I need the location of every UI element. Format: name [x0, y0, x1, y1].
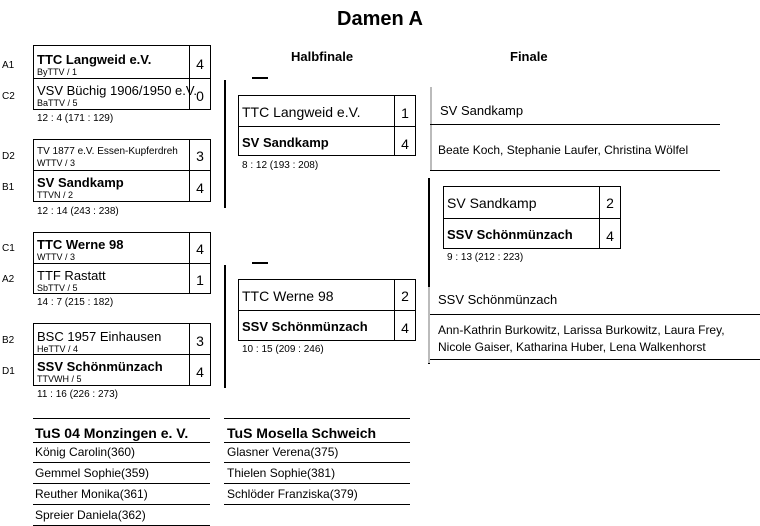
quarterfinal-match-box: TTC Werne 98 WTTV / 3 4 TTF Rastatt SbTT… [33, 232, 211, 294]
score-divider [599, 187, 600, 248]
finalist-separator [430, 87, 432, 171]
team-score: 0 [196, 88, 204, 104]
semifinal-match-box: TTC Langweid e.V. 1 SV Sandkamp 4 [238, 95, 416, 156]
match-result: 12 : 4 (171 : 129) [37, 113, 114, 124]
bracket-connector [224, 265, 226, 388]
quarterfinal-match-box: TTC Langweid e.V. ByTTV / 1 4 VSV Büchig… [33, 45, 211, 110]
seed-label: D2 [2, 151, 15, 162]
roster-team-name: TuS Mosella Schweich [227, 425, 377, 441]
team-score: 4 [196, 56, 204, 72]
team-name: TTC Langweid e.V. [37, 52, 152, 67]
team-association: WTTV / 3 [37, 252, 75, 262]
team-score: 3 [196, 148, 204, 164]
seed-label: D1 [2, 366, 15, 377]
roster-table: TuS Mosella Schweich Glasner Verena(375)… [224, 418, 410, 505]
bracket-connector [428, 178, 430, 364]
team-name: SV Sandkamp [242, 135, 329, 150]
team-name: BSC 1957 Einhausen [37, 329, 162, 344]
team-name: SSV Schönmünzach [37, 359, 163, 374]
seed-label: A1 [2, 60, 15, 71]
roster-player: Schlöder Franziska(379) [224, 484, 410, 505]
divider [430, 124, 720, 125]
team-association: HeTTV / 4 [37, 344, 79, 354]
team-name: TTC Werne 98 [242, 288, 334, 304]
team-name: TV 1877 e.V. Essen-Kupferdreh [37, 146, 178, 157]
match-result: 14 : 7 (215 : 182) [37, 297, 114, 308]
semifinal-header: Halbfinale [291, 49, 354, 64]
semifinal-match-box: TTC Werne 98 2 SSV Schönmünzach 4 [238, 279, 416, 341]
row-divider [239, 126, 415, 127]
row-divider [34, 354, 210, 355]
team-score: 1 [401, 105, 409, 121]
row-divider [444, 218, 620, 219]
divider [430, 359, 760, 360]
match-result: 12 : 14 (243 : 238) [37, 206, 119, 217]
roster-team-name: TuS 04 Monzingen e. V. [35, 425, 189, 441]
row-divider [239, 310, 415, 311]
team-association: BaTTV / 5 [37, 98, 78, 108]
team-score: 4 [196, 364, 204, 380]
finalist-players: Ann-Kathrin Burkowitz, Larissa Burkowitz… [438, 323, 725, 337]
match-result: 10 : 15 (209 : 246) [242, 344, 324, 355]
team-association: TTVN / 2 [37, 190, 74, 200]
roster-player: Glasner Verena(375) [224, 443, 410, 463]
team-score: 3 [196, 333, 204, 349]
quarterfinal-match-box: TV 1877 e.V. Essen-Kupferdreh WTTV / 3 3… [33, 139, 211, 202]
bracket-tick [252, 77, 268, 79]
seed-label: A2 [2, 274, 15, 285]
team-score: 4 [401, 320, 409, 336]
team-association: WTTV / 3 [37, 158, 75, 168]
team-score: 4 [196, 241, 204, 257]
team-association: SbTTV / 5 [37, 283, 78, 293]
team-score: 4 [606, 228, 614, 244]
team-score: 4 [401, 136, 409, 152]
match-result: 8 : 12 (193 : 208) [242, 160, 319, 171]
roster-player: Spreier Daniela(362) [33, 505, 210, 526]
finalist-team: SV Sandkamp [440, 103, 524, 118]
roster-table: TuS 04 Monzingen e. V. König Carolin(360… [33, 418, 210, 526]
score-divider [189, 46, 190, 109]
team-score: 1 [196, 272, 204, 288]
score-divider [394, 96, 395, 155]
bracket-connector [224, 80, 226, 208]
team-association: ByTTV / 1 [37, 67, 78, 77]
row-divider [34, 170, 210, 171]
seed-label: C1 [2, 243, 15, 254]
team-name: SV Sandkamp [37, 175, 124, 190]
team-name: VSV Büchig 1906/1950 e.V. [37, 83, 197, 98]
team-score: 4 [196, 180, 204, 196]
page-title: Damen A [337, 8, 423, 30]
team-name: SSV Schönmünzach [242, 319, 368, 334]
team-name: SV Sandkamp [447, 195, 537, 211]
team-name: TTC Langweid e.V. [242, 104, 361, 120]
final-header: Finale [510, 49, 548, 64]
finalist-separator [428, 287, 430, 363]
roster-player: König Carolin(360) [33, 443, 210, 463]
team-name: SSV Schönmünzach [447, 227, 573, 242]
divider [430, 170, 720, 171]
team-score: 2 [606, 195, 614, 211]
team-score: 2 [401, 288, 409, 304]
team-association: TTVWH / 5 [37, 374, 82, 384]
final-match-box: SV Sandkamp 2 SSV Schönmünzach 4 [443, 186, 621, 249]
finalist-players: Beate Koch, Stephanie Laufer, Christina … [438, 143, 689, 157]
divider [430, 314, 760, 315]
quarterfinal-match-box: BSC 1957 Einhausen HeTTV / 4 3 SSV Schön… [33, 323, 211, 386]
team-name: TTC Werne 98 [37, 237, 124, 252]
match-result: 9 : 13 (212 : 223) [447, 252, 524, 263]
finalist-team: SSV Schönmünzach [438, 292, 558, 307]
seed-label: C2 [2, 91, 15, 102]
roster-player: Thielen Sophie(381) [224, 463, 410, 484]
roster-player: Reuther Monika(361) [33, 484, 210, 505]
bracket-tick [252, 262, 268, 264]
seed-label: B1 [2, 182, 15, 193]
match-result: 11 : 16 (226 : 273) [37, 389, 118, 400]
row-divider [34, 263, 210, 264]
team-name: TTF Rastatt [37, 268, 106, 283]
row-divider [34, 78, 210, 79]
seed-label: B2 [2, 335, 15, 346]
finalist-players: Nicole Gaiser, Katharina Huber, Lena Wal… [438, 340, 706, 354]
roster-player: Gemmel Sophie(359) [33, 463, 210, 484]
